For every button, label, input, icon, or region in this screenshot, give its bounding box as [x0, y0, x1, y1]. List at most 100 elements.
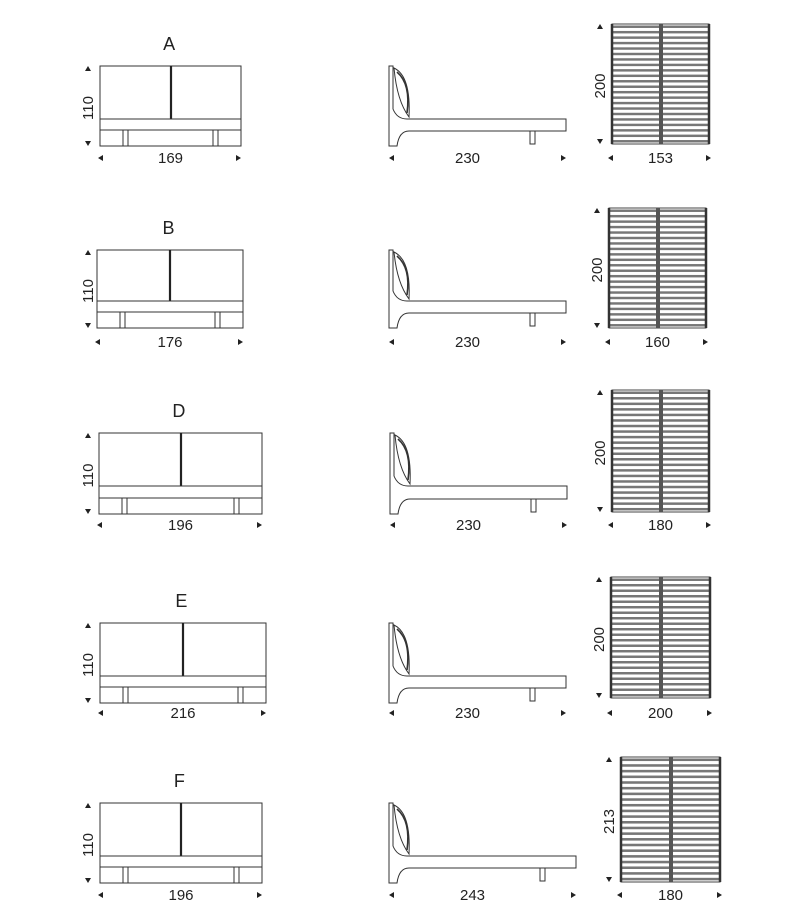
side-view: 230 — [389, 432, 568, 534]
length-dimension: 230 — [455, 334, 480, 351]
slat-width-dimension: 180 — [658, 887, 683, 904]
height-dimension: 110 — [80, 279, 97, 303]
dimension-arrow — [389, 155, 394, 161]
dimension-arrow — [561, 710, 566, 716]
dimension-arrow — [390, 522, 395, 528]
dimension-arrow — [717, 892, 722, 898]
dimension-arrow — [238, 339, 243, 345]
slat-base-top-view: 200 180 — [592, 389, 711, 534]
dimension-arrow — [389, 339, 394, 345]
dimension-arrow — [85, 698, 91, 703]
dimension-arrow — [236, 155, 241, 161]
dimension-arrow — [596, 577, 602, 582]
headboard-cushion — [393, 624, 410, 676]
slat-width-dimension: 200 — [648, 705, 673, 722]
bed-leg — [122, 866, 129, 884]
width-dimension: 196 — [168, 517, 193, 534]
bed-leg — [121, 497, 128, 515]
length-dimension: 230 — [455, 705, 480, 722]
dimension-arrow — [597, 507, 603, 512]
dimension-arrow — [562, 522, 567, 528]
dimension-arrow — [95, 339, 100, 345]
dimension-arrow — [85, 433, 91, 438]
bed-leg — [122, 129, 129, 147]
length-dimension: 230 — [456, 517, 481, 534]
headboard-cushion — [394, 434, 411, 486]
dimension-arrow — [98, 155, 103, 161]
dimension-arrow — [85, 878, 91, 883]
side-frame — [388, 622, 567, 704]
dimension-arrow — [596, 693, 602, 698]
dimension-arrow — [85, 250, 91, 255]
center-rail — [669, 757, 673, 882]
dimension-arrow — [605, 339, 610, 345]
dimension-arrow — [594, 323, 600, 328]
side-frame — [389, 432, 568, 515]
bed-leg — [539, 867, 546, 882]
center-rail — [659, 24, 663, 144]
bed-leg — [214, 311, 221, 329]
dimension-arrow — [98, 710, 103, 716]
dimension-arrow — [597, 24, 603, 29]
dimension-arrow — [389, 892, 394, 898]
width-dimension: 196 — [168, 887, 193, 904]
slat-width-dimension: 153 — [648, 150, 673, 167]
slat-base-top-view: 213 180 — [601, 756, 722, 904]
dimension-arrow — [85, 623, 91, 628]
bed-leg — [529, 312, 536, 327]
bed-leg — [122, 686, 129, 704]
slat-length-dimension: 200 — [591, 627, 608, 652]
side-frame — [388, 65, 567, 147]
dimension-arrow — [617, 892, 622, 898]
model-label: B — [163, 218, 175, 238]
slat-length-dimension: 200 — [592, 73, 609, 98]
height-dimension: 110 — [80, 833, 97, 857]
dimension-arrow — [257, 522, 262, 528]
front-view: F 110 196 — [80, 771, 263, 904]
dimension-arrow — [594, 208, 600, 213]
dimension-arrow — [85, 323, 91, 328]
dimension-arrow — [707, 710, 712, 716]
width-dimension: 169 — [158, 150, 183, 167]
model-label: A — [163, 34, 175, 54]
cushion-edge — [396, 628, 409, 671]
dimension-arrow — [261, 710, 266, 716]
bed-leg — [212, 129, 219, 147]
slat-width-dimension: 180 — [648, 517, 673, 534]
center-rail — [659, 390, 663, 512]
slat-length-dimension: 213 — [601, 809, 618, 834]
bed-leg — [233, 866, 240, 884]
slat-base-top-view: 200 153 — [592, 23, 711, 167]
dimension-arrow — [561, 339, 566, 345]
center-rail — [656, 208, 660, 328]
model-label: F — [174, 771, 185, 791]
width-dimension: 176 — [157, 334, 182, 351]
dimension-arrow — [608, 155, 613, 161]
dimension-arrow — [597, 139, 603, 144]
center-rail — [659, 577, 663, 698]
bed-leg — [237, 686, 244, 704]
side-view: 230 — [388, 622, 567, 722]
dimension-arrow — [389, 710, 394, 716]
dimension-arrow — [703, 339, 708, 345]
dimension-arrow — [85, 803, 91, 808]
dimension-arrow — [597, 390, 603, 395]
bed-leg — [529, 130, 536, 145]
height-dimension: 110 — [80, 653, 97, 677]
slat-length-dimension: 200 — [589, 257, 606, 282]
headboard-cushion — [393, 67, 410, 119]
dimension-arrow — [85, 141, 91, 146]
slat-length-dimension: 200 — [592, 440, 609, 465]
dimension-arrow — [85, 66, 91, 71]
bed-leg — [529, 687, 536, 702]
side-frame — [388, 802, 577, 884]
cushion-edge — [396, 255, 409, 296]
